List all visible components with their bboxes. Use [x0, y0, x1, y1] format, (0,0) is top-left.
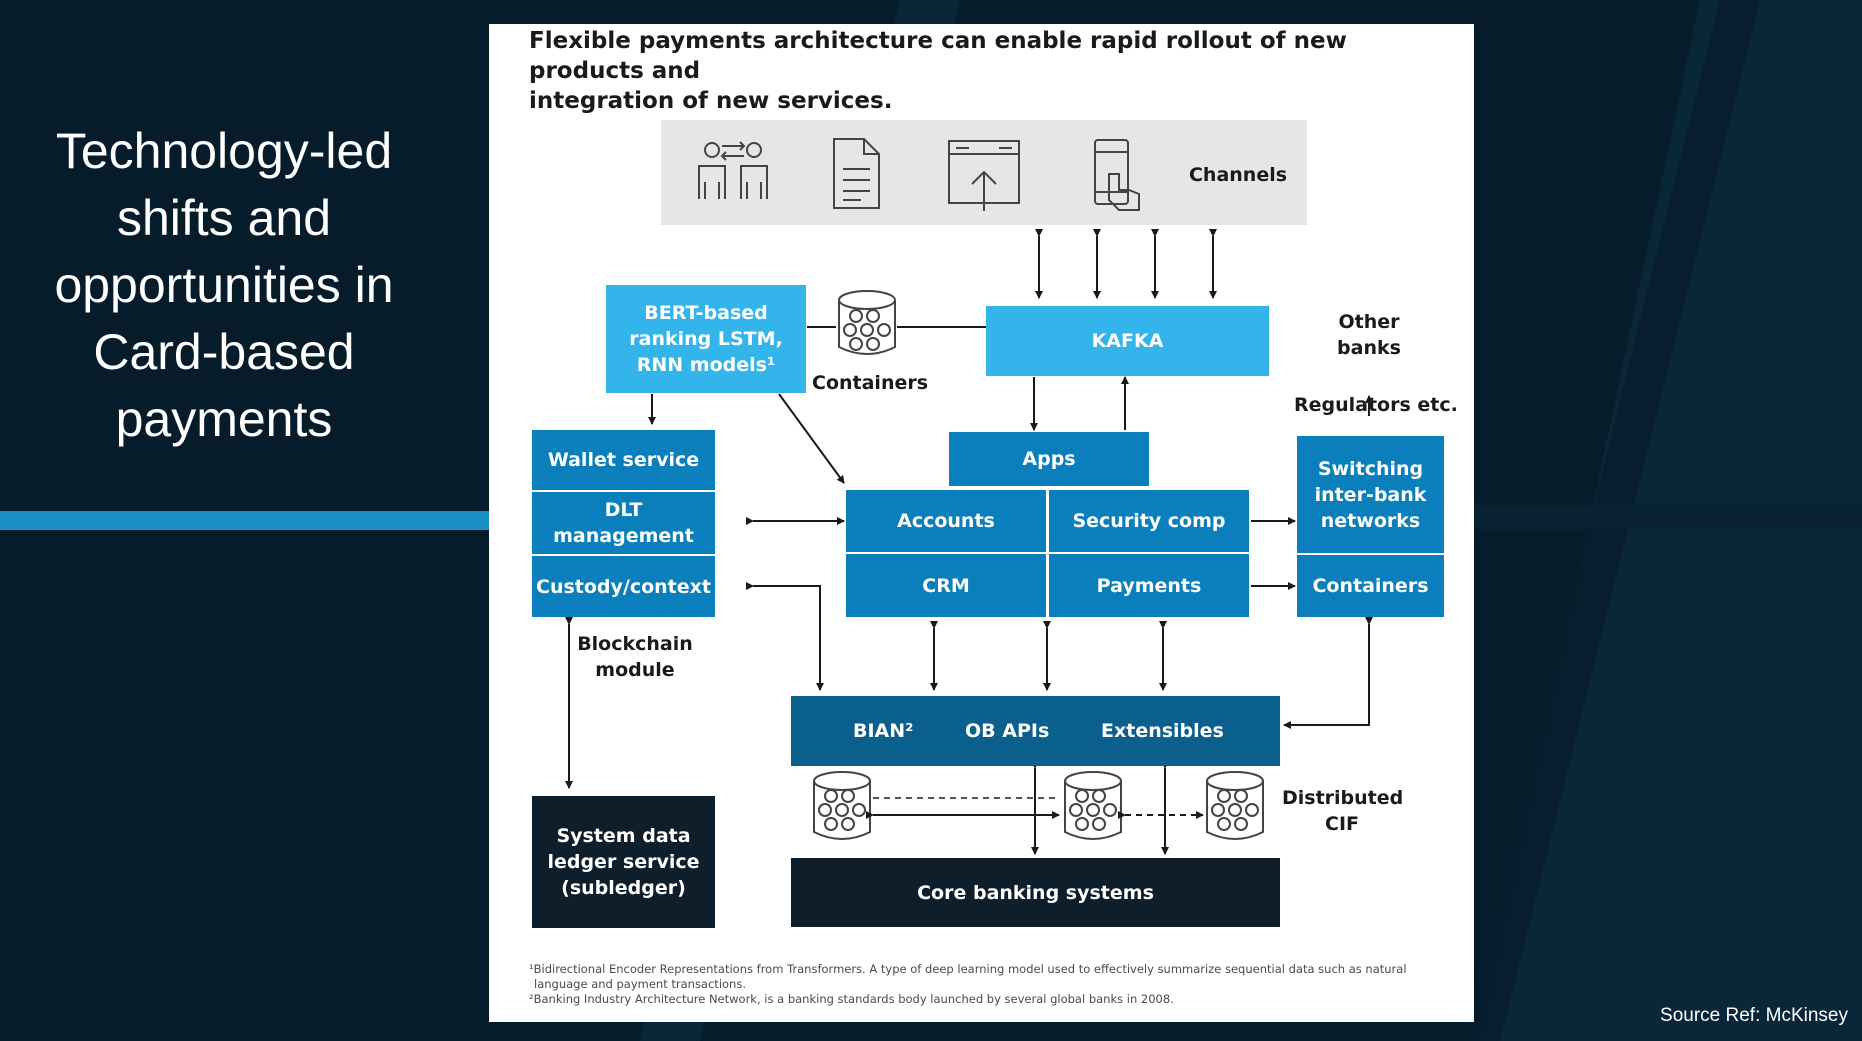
diagram-headline: Flexible payments architecture can enabl…	[529, 28, 1347, 114]
diagram-connectors	[565, 120, 1373, 855]
dlt-management-box: DLT management	[532, 492, 715, 554]
other-banks-label: Other banks	[1337, 311, 1401, 359]
wallet-service-box: Wallet service	[532, 430, 715, 490]
payments-box: Payments	[1049, 554, 1249, 617]
api-layer-box: BIAN² OB APIs Extensibles	[791, 696, 1280, 766]
switching-containers-box: Containers	[1297, 555, 1444, 617]
ledger-service-box: System data ledger service (subledger)	[532, 796, 715, 928]
core-banking-box: Core banking systems	[791, 858, 1280, 927]
document-icon	[833, 138, 880, 209]
channels-label: Channels	[1188, 164, 1288, 186]
people-exchange-icon	[698, 141, 768, 199]
cif-cylinder-right	[1206, 771, 1264, 840]
security-comp-box: Security comp	[1049, 490, 1249, 552]
containers-label-top: Containers	[812, 372, 929, 394]
footnotes: ¹Bidirectional Encoder Representations f…	[529, 962, 1407, 1006]
blockchain-module-label: Blockchain module	[577, 633, 693, 681]
diagram-panel: Flexible payments architecture can enabl…	[489, 24, 1474, 1022]
ob-apis-label: OB APIs	[965, 720, 1050, 742]
accent-stripe	[0, 511, 489, 530]
accounts-box: Accounts	[846, 490, 1046, 552]
upload-window-icon	[948, 140, 1020, 211]
mobile-tap-icon	[1094, 139, 1140, 211]
source-reference: Source Ref: McKinsey	[1660, 1005, 1848, 1026]
cif-cylinder-left	[813, 771, 871, 840]
custody-context-box: Custody/context	[532, 556, 715, 617]
distributed-cif-label: Distributed CIF	[1282, 787, 1404, 835]
ml-models-box: BERT-based ranking LSTM, RNN models¹	[606, 285, 806, 393]
kafka-box: KAFKA	[986, 306, 1269, 376]
apps-box: Apps	[949, 432, 1149, 486]
slide-title: Technology-led shifts and opportunities …	[54, 123, 394, 447]
cif-cylinder-middle	[1064, 771, 1122, 840]
extensibles-label: Extensibles	[1101, 720, 1224, 742]
regulators-label: Regulators etc.	[1294, 394, 1458, 416]
containers-cylinder-top	[838, 290, 896, 355]
crm-box: CRM	[846, 554, 1046, 617]
bian-label: BIAN²	[853, 720, 914, 742]
switching-networks-box: Switching inter-bank networks	[1297, 436, 1444, 553]
